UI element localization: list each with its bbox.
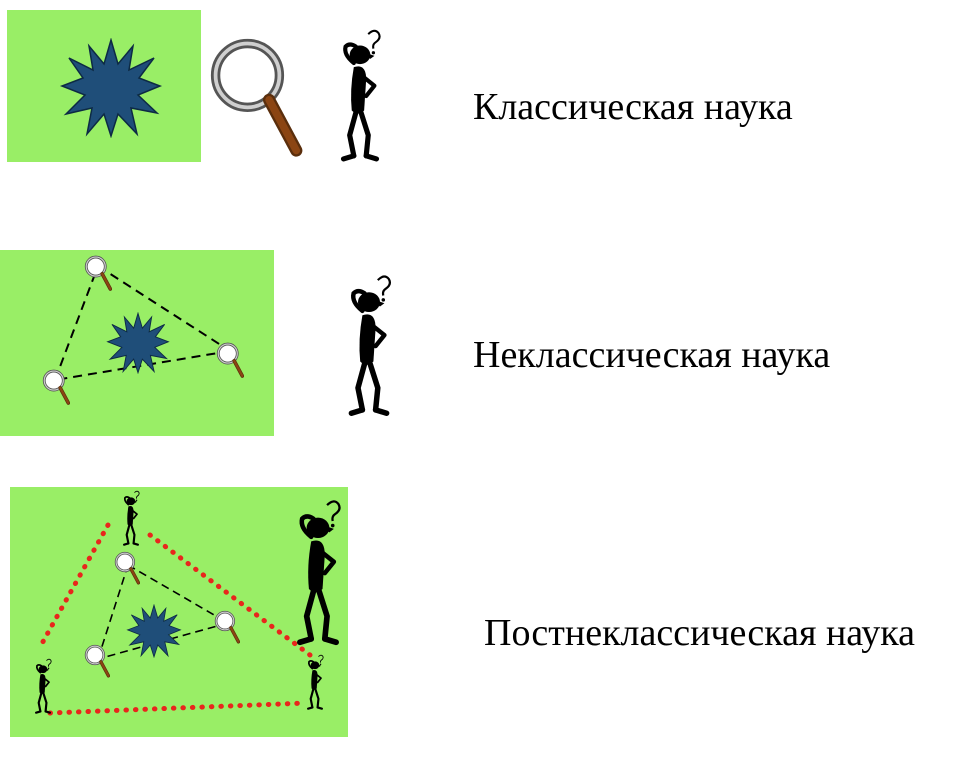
thinking-person-icon [326,28,394,162]
classical-science-label: Классическая наука [473,86,793,128]
star-burst-icon [118,604,190,658]
magnifier-icon [42,368,70,406]
postnonclassical-science-label: Постнеклассическая наука [484,612,915,654]
magnifier-icon [214,609,240,645]
magnifier-icon [216,341,244,379]
magnifier-icon [207,36,303,158]
star-burst-icon [97,312,179,374]
thinking-person-icon [118,490,144,546]
magnifier-icon [84,254,112,292]
thinking-person-icon [302,654,328,710]
nonclassical-science-label: Неклассическая наука [473,334,831,376]
magnifier-icon [84,643,110,679]
star-burst-icon [55,38,167,138]
magnifier-icon [114,550,140,586]
thinking-person-icon [30,658,56,714]
thinking-person-icon [336,272,402,418]
observation-triangle [54,265,231,381]
postnonclassical-panel [10,487,348,737]
thinking-person-icon [284,494,352,650]
